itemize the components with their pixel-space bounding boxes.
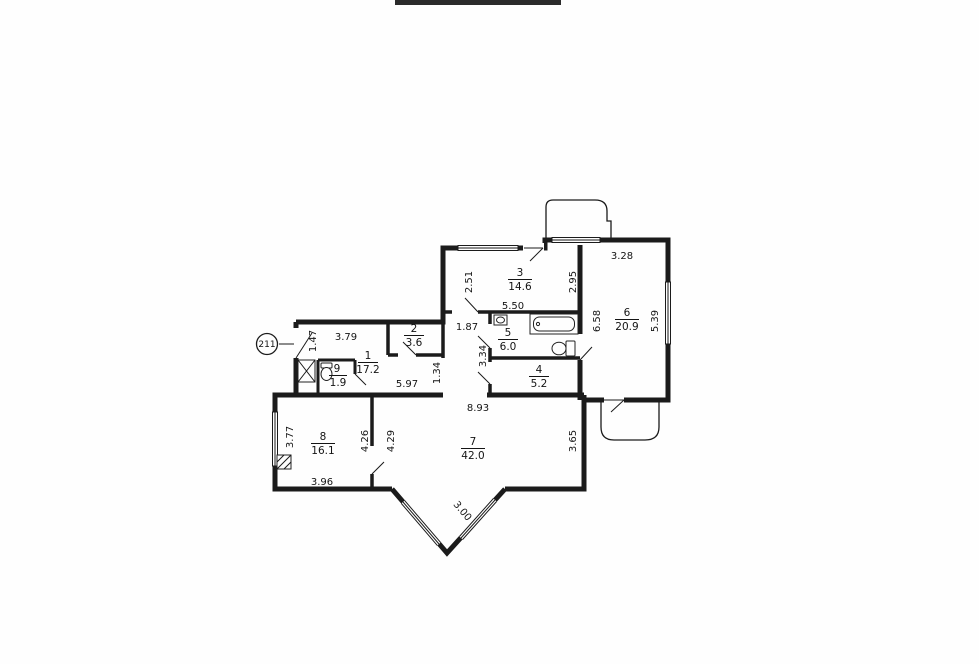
- wc-toilet-bowl: [320, 367, 333, 381]
- room-labels: 1 17.2 2 3.6 3 14.6 4 5.2 5 6.0 6 20.9 7…: [311, 267, 639, 462]
- wc-toilet-icon: [320, 362, 333, 381]
- toilet-bowl: [551, 341, 567, 356]
- room-2-area: 3.6: [406, 337, 423, 349]
- dimension-label: 3.28: [611, 251, 633, 262]
- room-4-number: 4: [536, 364, 543, 376]
- wc-partition-walls: [316, 358, 357, 395]
- dimension-label: 6.58: [592, 310, 603, 332]
- room-8-number: 8: [320, 431, 327, 443]
- toilet-tank: [565, 340, 576, 357]
- room-9-number: 9: [334, 363, 341, 375]
- dimension-label: 8.93: [467, 403, 489, 414]
- apartment-number-badge: 211: [255, 332, 294, 356]
- room-7-number: 7: [470, 436, 477, 448]
- bathtub-inner: [533, 316, 575, 332]
- sink-icon: [493, 314, 508, 326]
- scan-artifact-bar: [395, 0, 561, 5]
- dimension-label: 4.29: [386, 430, 397, 452]
- balcony-outlines: [545, 199, 660, 441]
- room-1-area: 17.2: [356, 364, 379, 376]
- room-6-area: 20.9: [615, 321, 638, 333]
- apartment-number: 211: [258, 340, 275, 350]
- room-3-area: 14.6: [508, 281, 532, 293]
- bathtub-drain: [535, 321, 541, 327]
- dimension-label: 5.97: [396, 379, 418, 390]
- room-2-number: 2: [411, 323, 418, 335]
- dimension-label: 5.50: [502, 301, 524, 312]
- room-8-area: 16.1: [311, 445, 334, 457]
- room-7-area: 42.0: [461, 450, 484, 462]
- dimension-label: 3.65: [568, 430, 579, 452]
- room-6-number: 6: [624, 307, 631, 319]
- dimension-label: 1.34: [432, 362, 443, 384]
- dimension-label: 4.26: [360, 430, 371, 452]
- dimension-label: 3.79: [335, 332, 357, 343]
- shaft-cross: [297, 359, 316, 383]
- room-9-area: 1.9: [330, 377, 347, 389]
- room-5-number: 5: [505, 327, 512, 339]
- bathtub-icon: [529, 313, 579, 335]
- room-5-area: 6.0: [500, 341, 517, 353]
- shaft-icon: [297, 359, 316, 383]
- room-3-number: 3: [517, 267, 524, 279]
- dimension-label: 5.39: [650, 310, 661, 332]
- badge-circle: [255, 332, 279, 356]
- dimension-label: 3.77: [285, 426, 296, 448]
- dimension-label: 1.87: [456, 322, 478, 333]
- vent-hatch: [276, 454, 292, 470]
- room-1-number: 1: [365, 350, 372, 362]
- bay-window-frames: [400, 498, 497, 546]
- sink-basin: [496, 316, 505, 324]
- door-leaves: [295, 247, 625, 475]
- dimension-label: 3.00: [451, 499, 474, 523]
- main-interior-wall: [275, 240, 584, 400]
- partition-walls: [386, 310, 580, 395]
- dimension-label: 2.95: [568, 271, 579, 293]
- balcony-right-outline: [600, 402, 660, 441]
- room-4-area: 5.2: [531, 378, 548, 390]
- fixtures: [276, 313, 579, 470]
- windows: [270, 235, 673, 547]
- dimension-label: 3.96: [311, 477, 333, 488]
- window-center-lines: [274, 239, 669, 466]
- toilet-icon: [551, 340, 576, 357]
- dimension-label: 2.51: [464, 271, 475, 293]
- dimension-label: 1.47: [308, 330, 319, 352]
- dimension-label: 3.34: [478, 345, 489, 367]
- vent-box-icon: [276, 454, 292, 470]
- balcony-top-outline: [545, 199, 612, 242]
